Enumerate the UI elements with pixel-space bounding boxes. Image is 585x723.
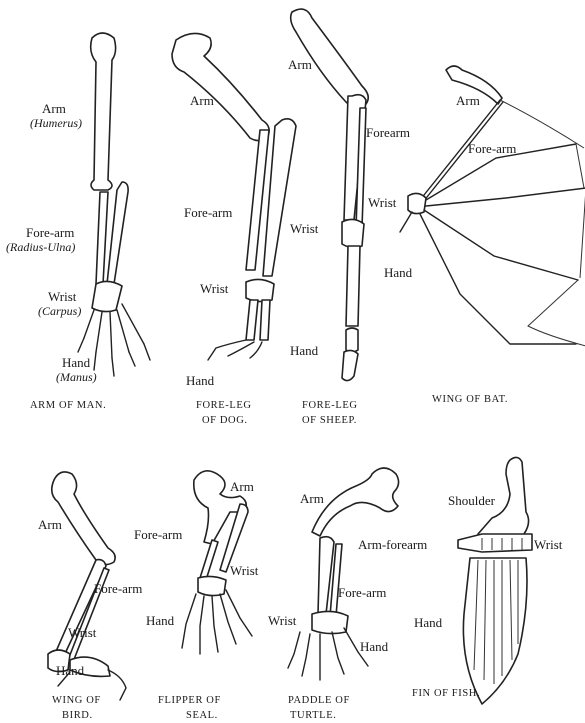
bat-hand-label: Hand [384,266,412,280]
bird-arm-label: Arm [38,518,62,532]
sheep-hand-label: Hand [290,344,318,358]
sheep-caption-line2: OF SHEEP. [302,413,357,428]
bird-caption-line1: WING OF [52,693,101,708]
bat-caption: WING OF BAT. [432,392,508,407]
fish-hand-label: Hand [414,616,442,630]
turtle-hand-label: Hand [360,640,388,654]
seal-hand-label: Hand [146,614,174,628]
seal-caption-line2: SEAL. [186,708,218,723]
sheep-forearm-label: Forearm [366,126,410,140]
bird-hand-label: Hand [56,664,84,678]
turtle-caption-line1: PADDLE OF [288,693,350,708]
bird-caption-line2: BIRD. [62,708,93,723]
turtle-arm-label: Arm [300,492,324,506]
seal-wrist-label: Wrist [230,564,258,578]
fish-caption: FIN OF FISH. [412,686,480,701]
man-humerus-label: (Humerus) [30,116,82,130]
man-forearm-label: Fore-arm [26,226,74,240]
bat-arm-label: Arm [456,94,480,108]
dog-caption-line1: FORE-LEG [196,398,252,413]
sheep-arm-label: Arm [288,58,312,72]
turtle-forearm-label: Fore-arm [338,586,386,600]
man-arm-label: Arm [42,102,66,116]
dog-arm-label: Arm [190,94,214,108]
dog-forearm-label: Fore-arm [184,206,232,220]
seal-forearm-label: Fore-arm [134,528,182,542]
dog-hand-label: Hand [186,374,214,388]
bat-wrist-label: Wrist [368,196,396,210]
seal-caption-line1: FLIPPER OF [158,693,221,708]
bat-wing-skeleton [400,66,585,346]
bat-forearm-label: Fore-arm [468,142,516,156]
man-wrist-label: Wrist [48,290,76,304]
man-arm-skeleton [78,33,150,376]
sheep-caption-line1: FORE-LEG [302,398,358,413]
dog-caption-line2: OF DOG. [202,413,248,428]
bird-forearm-label: Fore-arm [94,582,142,596]
fish-shoulder-label: Shoulder [448,494,495,508]
man-caption: ARM OF MAN. [30,398,106,413]
turtle-wrist-label: Wrist [268,614,296,628]
sheep-wrist-label: Wrist [290,222,318,236]
dog-wrist-label: Wrist [200,282,228,296]
bird-wrist-label: Wrist [68,626,96,640]
man-manus-label: (Manus) [56,370,97,384]
fish-wrist-label: Wrist [534,538,562,552]
turtle-caption-line2: TURTLE. [290,708,336,723]
man-radius-ulna-label: (Radius-Ulna) [6,240,75,254]
man-carpus-label: (Carpus) [38,304,81,318]
dog-leg-skeleton [172,33,296,360]
man-hand-label: Hand [62,356,90,370]
seal-arm-label: Arm [230,480,254,494]
fish-arm-forearm-label: Arm-forearm [358,538,427,552]
